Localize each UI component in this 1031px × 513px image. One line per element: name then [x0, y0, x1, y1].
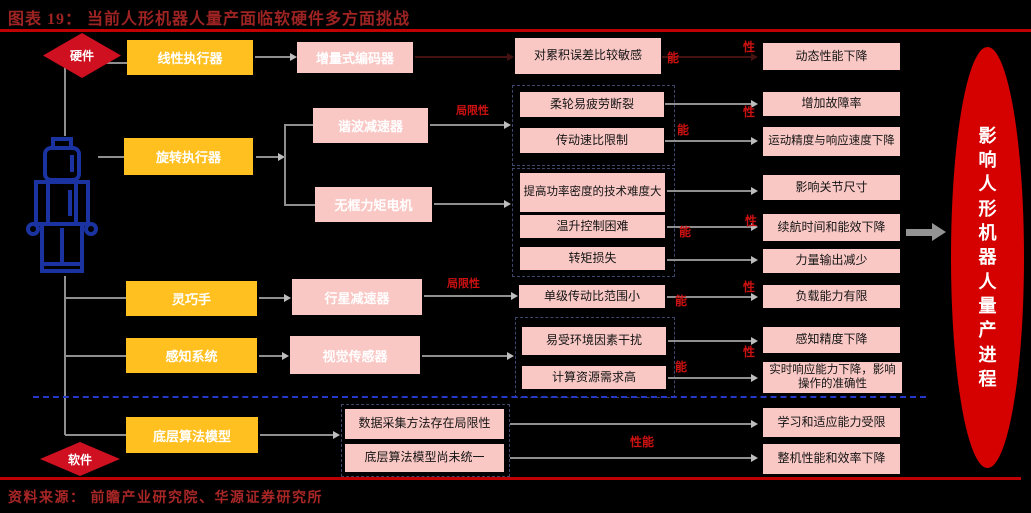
arrow-problem3 [667, 187, 758, 195]
title-underline [0, 29, 1031, 32]
arrow-harmonic-to-group [430, 121, 511, 129]
consequence-box-load-capacity: 负载能力有限 [763, 285, 900, 308]
label-perf-neng-3: 能 [679, 225, 692, 239]
arrow-problem7 [668, 337, 758, 345]
arrow-problem1 [665, 100, 758, 108]
arrow-hand-to-planetary [259, 294, 291, 302]
consequence-box-overall-performance: 整机性能和效率下降 [763, 444, 900, 474]
problem-box-flexspline-fatigue: 柔轮易疲劳断裂 [520, 92, 664, 117]
label-perf-xing-4: 性 [743, 280, 756, 294]
label-limitation-2: 局限性 [447, 278, 480, 290]
arrow-vision-to-group [422, 352, 514, 360]
bracket-stub-motor [284, 204, 315, 206]
bracket-stub-harmonic [284, 124, 313, 126]
consequence-box-realtime-response: 实时响应能力下降，影响操作的准确性 [763, 362, 902, 393]
consequence-box-power-output: 力量输出减少 [763, 249, 900, 273]
problem-box-computing-demand: 计算资源需求高 [522, 366, 666, 389]
label-perf-neng-1: 能 [667, 51, 680, 65]
label-perf-xing-1: 性 [743, 40, 756, 54]
hardware-diamond-label: 硬件 [69, 49, 94, 63]
consequence-box-dynamic-performance: 动态性能下降 [763, 43, 900, 70]
group-harmonic-problems [512, 85, 675, 166]
robot-icon [26, 136, 98, 276]
arrow-problem2 [665, 137, 758, 145]
problem-box-data-collection: 数据采集方法存在局限性 [345, 409, 504, 439]
component-box-frameless-torque-motor: 无框力矩电机 [315, 187, 432, 222]
arrow-planetary-to-problem [424, 292, 518, 300]
component-box-planetary-reducer: 行星减速器 [292, 279, 422, 315]
category-box-dexterous-hand: 灵巧手 [126, 281, 257, 316]
outcome-ellipse: 影响人形机器人量产进程 [951, 47, 1024, 468]
bracket-line [284, 124, 286, 206]
label-perf-xing-5: 性 [743, 345, 756, 359]
problem-box-model-not-unified: 底层算法模型尚未统一 [345, 444, 504, 472]
category-box-algorithm-model: 底层算法模型 [126, 417, 258, 453]
label-perf-neng-5: 能 [675, 360, 688, 374]
source-note: 资料来源： 前瞻产业研究院、华源证券研究所 [8, 491, 323, 506]
arrow-to-outcome [906, 223, 946, 241]
arrow-linear-to-encoder [255, 53, 297, 61]
figure-title: 图表 19： 当前人形机器人量产面临软硬件多方面挑战 [8, 11, 411, 28]
category-box-perception-system: 感知系统 [126, 338, 257, 373]
label-perf-neng-4: 能 [675, 294, 688, 308]
problem-box-temperature-control: 温升控制困难 [520, 215, 665, 238]
arrow-problem10 [510, 454, 758, 462]
consequence-box-failure-rate: 增加故障率 [763, 92, 900, 116]
branch-line-5 [65, 434, 126, 436]
arrow-algorithm-to-group [260, 431, 340, 439]
problem-box-torque-loss: 转矩损失 [520, 247, 665, 270]
arrow-encoder-to-problem [415, 53, 514, 61]
label-limitation-1: 局限性 [456, 105, 489, 117]
component-box-harmonic-reducer: 谐波减速器 [313, 108, 428, 143]
software-diamond-label: 软件 [67, 452, 92, 467]
consequence-box-motion-accuracy: 运动精度与响应速度下降 [763, 127, 900, 156]
footer-rule [0, 477, 1021, 480]
arrow-motor-to-group [434, 200, 511, 208]
consequence-box-learning-adaptation: 学习和适应能力受限 [763, 408, 900, 437]
label-performance-software: 性能 [630, 435, 655, 449]
arrow-problem0 [662, 53, 758, 61]
group-motor-problems [512, 168, 675, 277]
problem-box-power-density: 提高功率密度的技术难度大 [520, 173, 665, 212]
component-box-vision-sensor: 视觉传感器 [290, 336, 420, 374]
problem-box-cumulative-error: 对累积误差比较敏感 [515, 38, 661, 74]
consequence-box-battery-efficiency: 续航时间和能效下降 [763, 214, 900, 241]
arrow-problem6 [667, 293, 758, 301]
hardware-software-divider [33, 396, 926, 398]
problem-box-transmission-ratio-limit: 传动速比限制 [520, 128, 664, 153]
arrow-rotary-to-bracket [256, 153, 285, 161]
arrow-problem4 [667, 223, 758, 231]
software-diamond: 软件 [40, 442, 120, 476]
consequence-box-perception-accuracy: 感知精度下降 [763, 327, 900, 353]
category-box-rotary-actuator: 旋转执行器 [124, 138, 253, 175]
arrow-problem8 [668, 374, 758, 382]
arrow-problem5 [667, 256, 758, 264]
arrow-problem9 [510, 420, 758, 428]
label-perf-xing-2: 性 [743, 105, 756, 119]
label-perf-xing-3: 性 [745, 214, 758, 228]
hardware-diamond: 硬件 [43, 33, 121, 78]
branch-line-4 [65, 355, 126, 357]
problem-box-environment-interference: 易受环境因素干扰 [522, 327, 666, 355]
label-perf-neng-2: 能 [677, 123, 690, 137]
outcome-text: 影响人形机器人量产进程 [978, 125, 997, 389]
component-box-incremental-encoder: 增量式编码器 [297, 42, 413, 73]
category-box-linear-actuator: 线性执行器 [127, 40, 253, 75]
problem-box-single-stage-ratio: 单级传动比范围小 [519, 285, 665, 308]
branch-line-3 [65, 297, 126, 299]
arrow-perception-to-vision [259, 352, 289, 360]
consequence-box-joint-size: 影响关节尺寸 [763, 175, 900, 200]
group-software-problems [341, 404, 510, 477]
